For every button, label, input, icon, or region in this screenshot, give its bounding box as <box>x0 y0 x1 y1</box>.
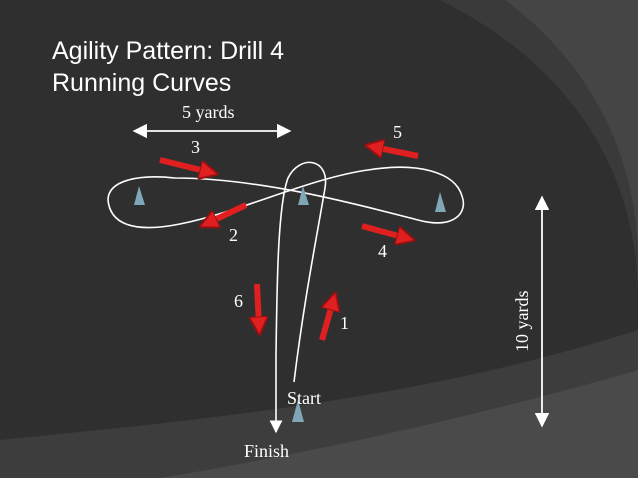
direction-arrow-4 <box>361 223 406 238</box>
start-label: Start <box>287 388 321 408</box>
step-number-5: 5 <box>393 122 402 142</box>
step-number-1: 1 <box>340 313 349 333</box>
cone-left-icon <box>134 186 145 205</box>
step-number-3: 3 <box>191 137 200 157</box>
direction-arrow-6 <box>257 283 259 326</box>
step-number-2: 2 <box>229 225 238 245</box>
direction-arrow-2 <box>208 202 248 223</box>
width-label: 5 yards <box>182 102 235 122</box>
finish-label: Finish <box>244 441 290 461</box>
direction-arrow-3 <box>159 157 209 172</box>
cone-start-icon <box>292 400 304 422</box>
direction-arrow-5 <box>374 147 419 159</box>
running-path <box>107 161 465 434</box>
step-number-6: 6 <box>234 291 243 311</box>
height-label: 10 yards <box>512 290 532 353</box>
direction-arrow-1 <box>319 301 333 341</box>
slide-title-line-1: Agility Pattern: Drill 4 <box>52 37 285 65</box>
cone-right-icon <box>435 192 446 212</box>
step-number-4: 4 <box>378 241 387 261</box>
slide-title-line-2: Running Curves <box>52 69 232 97</box>
cone-center-icon <box>298 186 309 205</box>
